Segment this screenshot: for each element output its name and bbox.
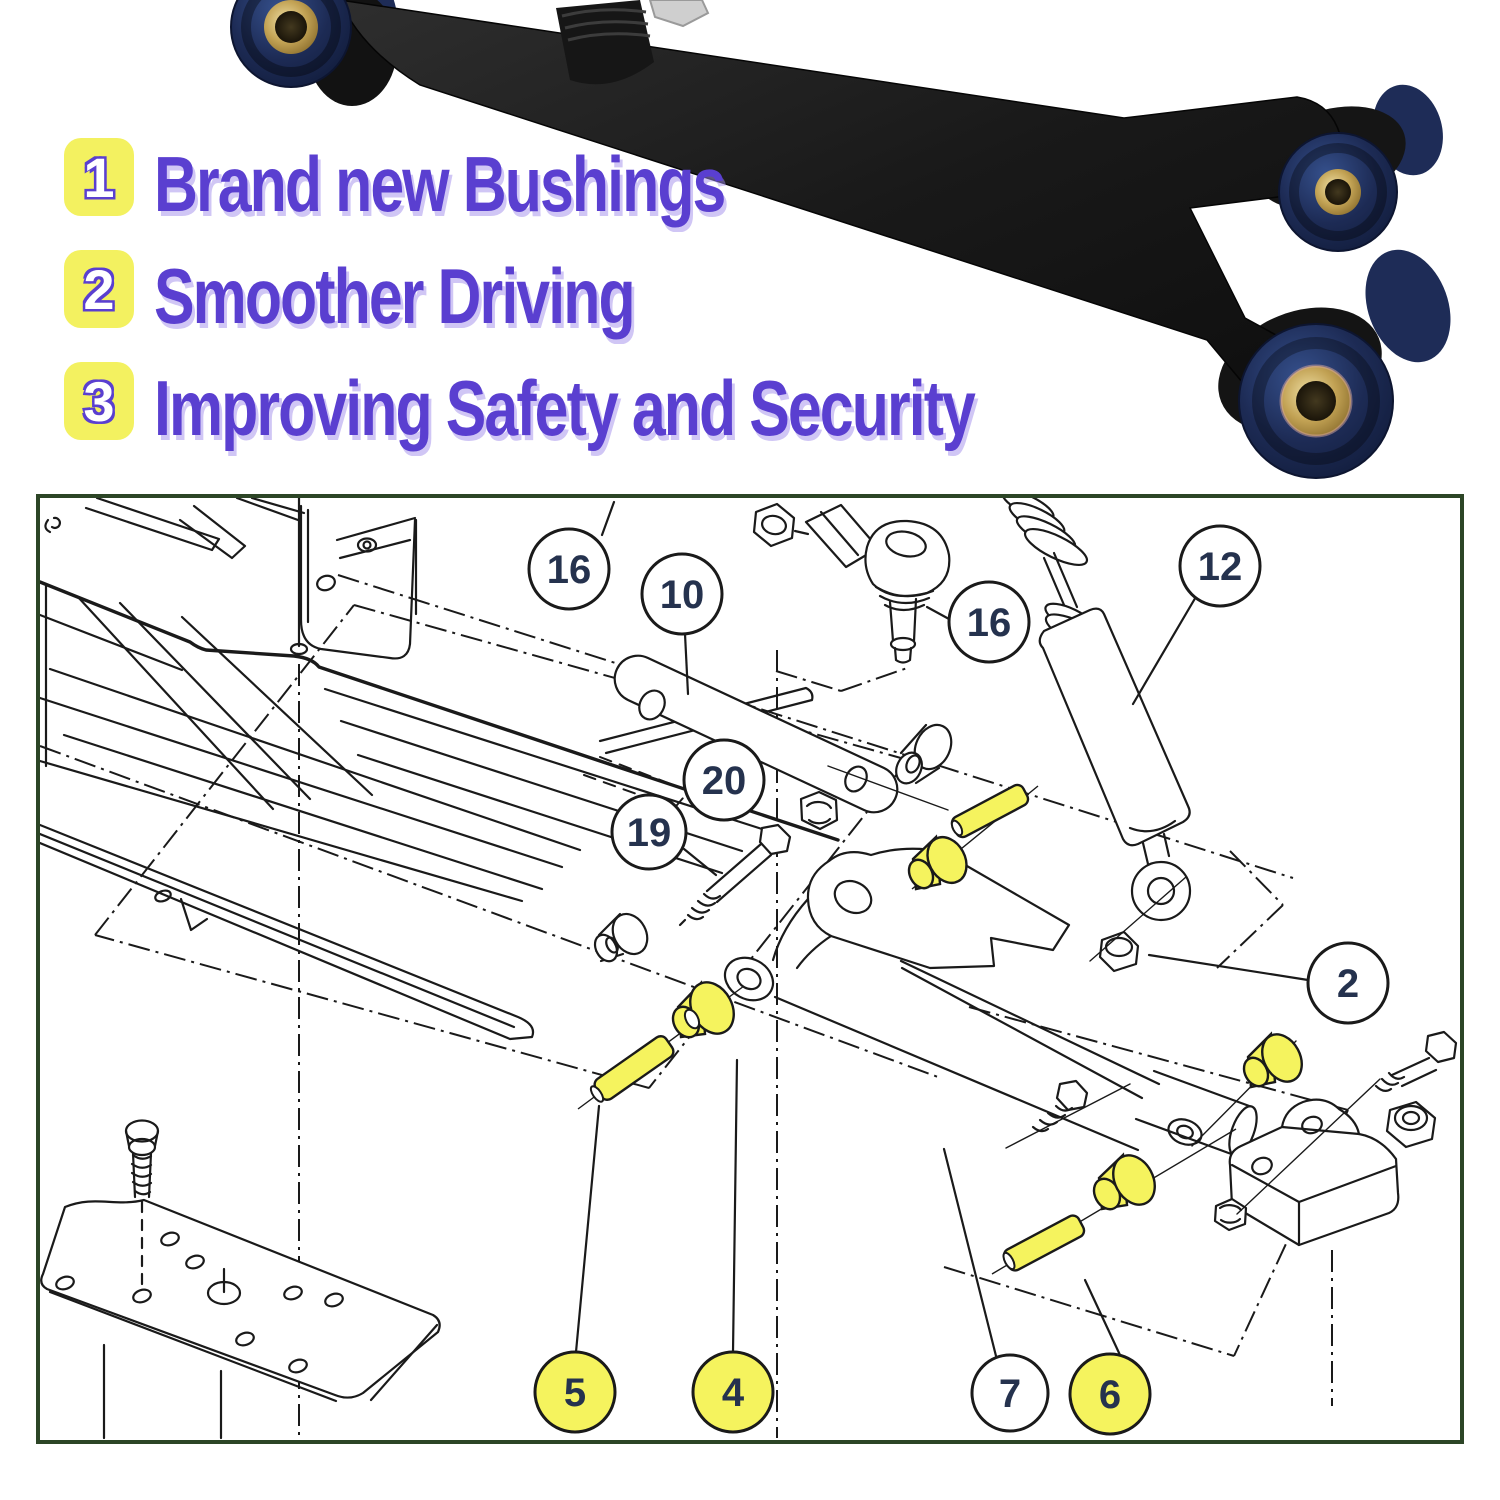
callout-circle-4 xyxy=(691,1350,775,1434)
callout-circle-16 xyxy=(527,527,611,611)
callout-number-5: 5 xyxy=(564,1371,586,1415)
callout-number-2: 2 xyxy=(1337,962,1359,1006)
callout-circle-12 xyxy=(1178,524,1262,608)
parts-diagram: 16 10 16 12 20 19 2 5 4 7 6 xyxy=(40,498,1458,1440)
feature-item: 3 Improving Safety and Security xyxy=(64,362,1017,452)
stud-threads xyxy=(561,8,651,42)
tie-rod-end xyxy=(752,502,951,664)
callout-number-12: 12 xyxy=(1198,545,1243,589)
callout-number-7: 7 xyxy=(999,1372,1021,1416)
callout-number-10: 10 xyxy=(660,573,705,617)
sleeve-6 xyxy=(1002,1214,1086,1272)
callout-circle-10 xyxy=(640,552,724,636)
callout-circle-16 xyxy=(947,580,1031,664)
stud-nut xyxy=(648,0,710,28)
feature-badge-2: 2 xyxy=(64,250,134,328)
feature-label-1: Brand new Bushings xyxy=(154,140,726,229)
bushing-6 xyxy=(1092,1152,1156,1211)
parts-diagram-frame: 16 10 16 12 20 19 2 5 4 7 6 xyxy=(36,494,1464,1444)
callout-circle-19 xyxy=(610,793,688,871)
callout-number-19: 19 xyxy=(627,811,672,855)
callout-circle-20 xyxy=(682,738,766,822)
bushing-4 xyxy=(671,980,735,1039)
callout-number-20: 20 xyxy=(702,759,747,803)
control-arm-photo xyxy=(230,0,1451,479)
bushing-top xyxy=(907,834,968,891)
bolt-19 xyxy=(678,823,792,927)
callout-number-16: 16 xyxy=(967,601,1012,645)
hero-section: 1 Brand new Bushings 2 Smoother Driving … xyxy=(0,0,1500,492)
feature-label-2: Smoother Driving xyxy=(154,252,636,341)
steering-arm xyxy=(613,654,953,831)
plain-bushing xyxy=(593,912,649,963)
sleeve-top xyxy=(950,783,1030,839)
callout-circle-7 xyxy=(970,1353,1050,1433)
callout-circle-5 xyxy=(533,1350,617,1434)
upper-right-bushing xyxy=(1278,132,1398,252)
callout-number-6: 6 xyxy=(1099,1373,1121,1417)
feature-item: 2 Smoother Driving xyxy=(64,250,659,340)
callouts: 16 10 16 12 20 19 2 5 4 7 6 xyxy=(527,524,1390,1436)
anchor-bracket xyxy=(1191,1030,1458,1247)
left-bushing xyxy=(230,0,352,88)
feature-item: 1 Brand new Bushings xyxy=(64,138,755,228)
callout-circle-6 xyxy=(1068,1352,1152,1436)
callout-number-16: 16 xyxy=(547,548,592,592)
callout-number-4: 4 xyxy=(722,1371,745,1415)
highlighted-parts xyxy=(589,783,1303,1272)
sleeve-5 xyxy=(589,1035,675,1103)
chassis-frame xyxy=(40,498,840,1440)
lower-rear-bushing xyxy=(1365,249,1451,363)
callout-circle-2 xyxy=(1306,941,1390,1025)
base-plate xyxy=(40,1198,441,1403)
feature-badge-1: 1 xyxy=(64,138,134,216)
leader-lines xyxy=(574,500,1310,1358)
arm-bolt xyxy=(1005,1079,1131,1149)
lower-right-bushing xyxy=(1238,323,1394,479)
bushing-right xyxy=(1242,1031,1303,1089)
plate-bolt xyxy=(124,1119,160,1290)
feature-badge-3: 3 xyxy=(64,362,134,440)
feature-label-3: Improving Safety and Security xyxy=(154,364,976,453)
shock-absorber xyxy=(1001,498,1192,973)
